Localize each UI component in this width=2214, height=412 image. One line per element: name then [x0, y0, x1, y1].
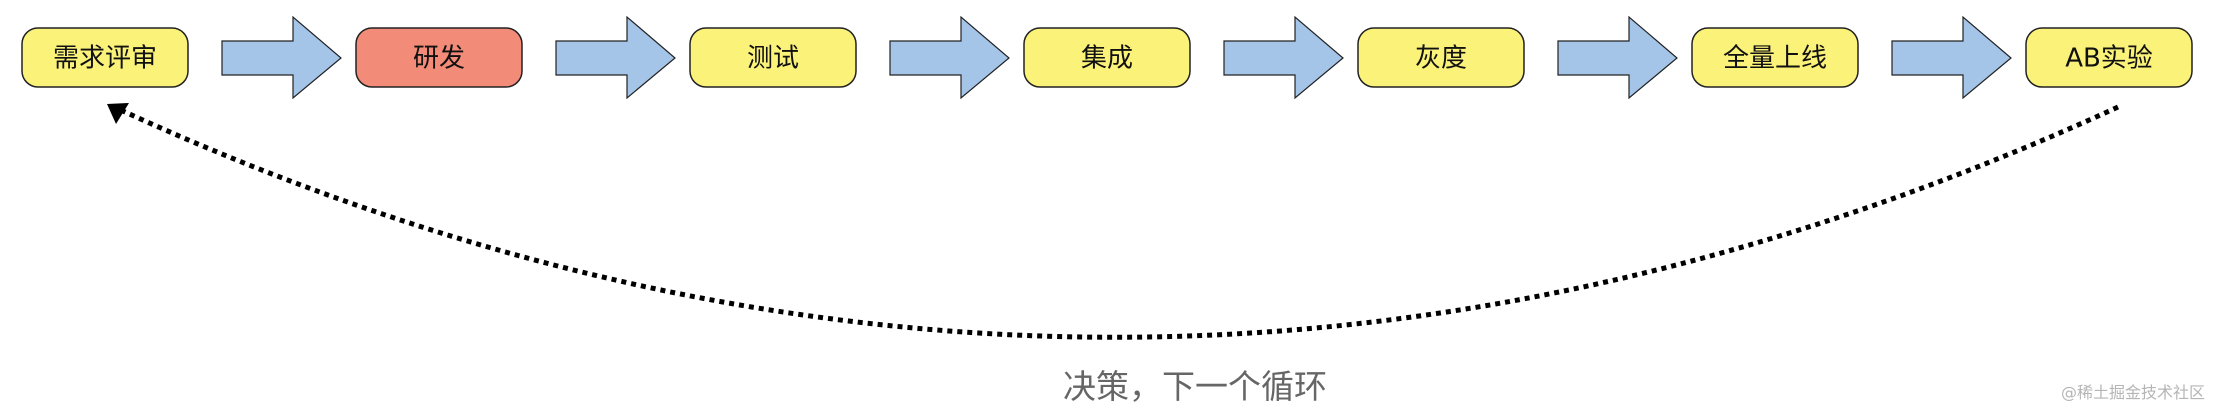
- stage-label: 测试: [747, 44, 799, 74]
- stage-label: 研发: [413, 44, 465, 74]
- stage-box: 研发: [355, 27, 523, 88]
- stage-box-shape: [1357, 27, 1525, 88]
- loop-arrowhead-icon: [107, 103, 129, 124]
- stage-box-shape: [2025, 27, 2193, 88]
- flow-arrow-icon: [555, 15, 676, 100]
- stage-label: 集成: [1081, 44, 1133, 74]
- stage-box-shape: [1023, 27, 1191, 88]
- loop-back-dotted-arrow: [110, 103, 2120, 340]
- stages-layer: 需求评审 研发 测试 集成 灰度 全量上线 AB实验: [21, 27, 2193, 88]
- stage-label: 全量上线: [1723, 44, 1827, 74]
- stage-label: 灰度: [1415, 44, 1467, 74]
- stage-box-shape: [21, 27, 189, 88]
- flow-arrow-icon: [1557, 15, 1678, 100]
- flow-arrow-icon: [889, 15, 1010, 100]
- stage-box-shape: [689, 27, 857, 88]
- stage-box: 需求评审: [21, 27, 189, 88]
- flow-arrow-icon: [221, 15, 342, 100]
- stage-box: 灰度: [1357, 27, 1525, 88]
- stage-box: AB实验: [2025, 27, 2193, 88]
- stage-box: 测试: [689, 27, 857, 88]
- stage-label: 需求评审: [53, 44, 157, 74]
- arrows-layer: [221, 15, 2012, 100]
- flow-arrow-icon: [1891, 15, 2012, 100]
- stage-box-shape: [1691, 27, 1859, 88]
- stage-box: 集成: [1023, 27, 1191, 88]
- stage-box: 全量上线: [1691, 27, 1859, 88]
- watermark: @稀土掘金技术社区: [2061, 383, 2205, 402]
- stage-label: AB实验: [2065, 44, 2153, 74]
- flow-arrow-icon: [1223, 15, 1344, 100]
- loop-caption: 决策，下一个循环: [1063, 367, 1327, 406]
- stage-box-shape: [355, 27, 523, 88]
